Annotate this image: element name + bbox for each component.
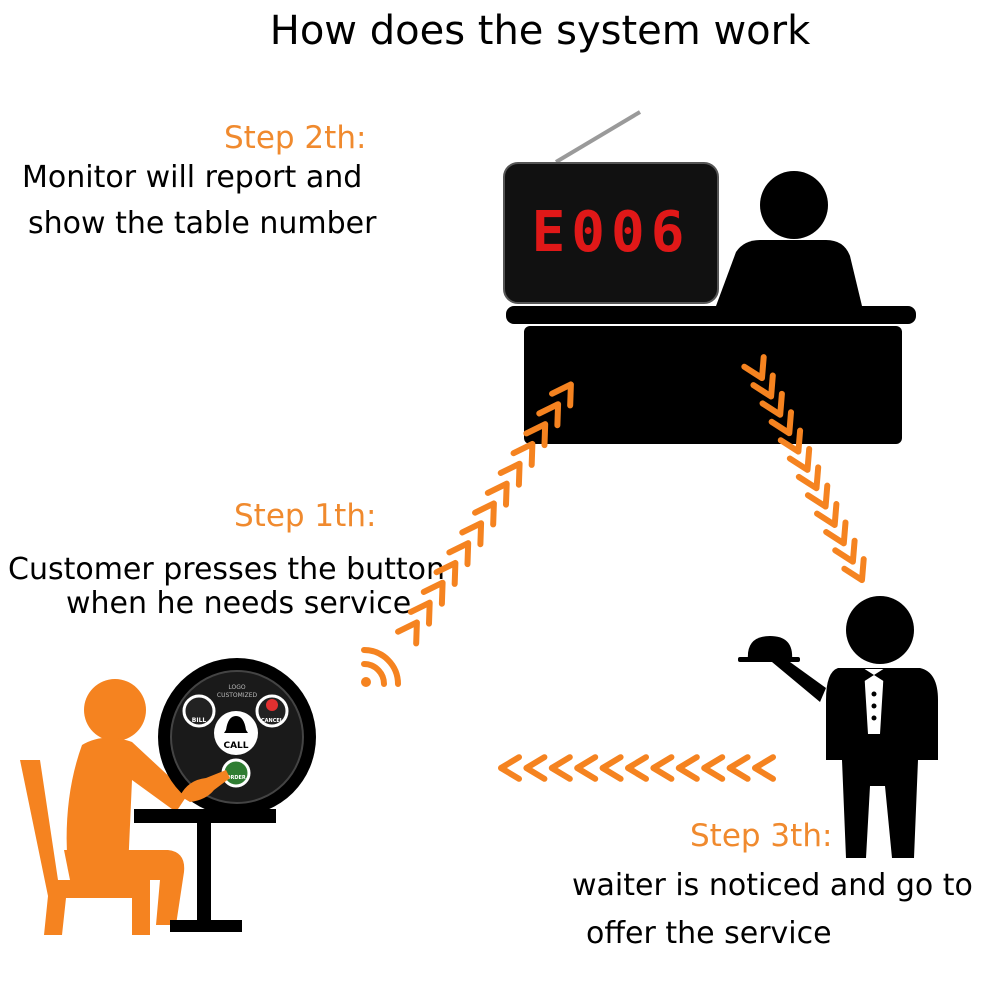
bill-key <box>182 694 216 728</box>
chevron <box>459 520 485 548</box>
waiter-icon <box>738 596 938 858</box>
chevron <box>497 460 523 488</box>
chevron <box>523 421 549 449</box>
customer-icon <box>20 679 188 935</box>
monitor-display: E006 <box>532 200 691 265</box>
chevron <box>741 354 767 382</box>
chevron <box>536 401 562 429</box>
chevron <box>759 390 785 418</box>
step3-label: Step 3th: <box>690 818 833 854</box>
chevron <box>574 754 599 782</box>
chevron <box>446 540 472 568</box>
arrow-monitor-to-waiter <box>741 354 867 584</box>
chevron <box>625 754 649 782</box>
step2-label: Step 2th: <box>224 120 367 156</box>
page-title: How does the system work <box>269 8 811 54</box>
step1-line1: Customer presses the button <box>8 552 446 587</box>
chevron <box>549 381 574 409</box>
chevron <box>420 579 446 607</box>
chevron <box>675 754 700 782</box>
monitor-icon: E006 <box>503 162 719 304</box>
svg-text:CUSTOMIZED: CUSTOMIZED <box>217 692 258 699</box>
chevron <box>548 754 573 782</box>
chevron <box>786 445 813 473</box>
chevron <box>750 372 776 400</box>
chevron <box>523 754 548 782</box>
step2-line1: Monitor will report and <box>22 160 363 195</box>
antenna <box>554 110 642 164</box>
chevron <box>433 559 459 587</box>
step1-label: Step 1th: <box>234 498 377 534</box>
chevron <box>832 537 858 565</box>
chevron <box>841 556 867 584</box>
chevron <box>701 754 726 782</box>
chevron <box>823 519 849 547</box>
chevron <box>599 754 624 782</box>
svg-text:LOGO: LOGO <box>228 684 246 691</box>
chevron <box>395 619 420 647</box>
chevron <box>777 427 804 455</box>
chevron <box>768 409 794 437</box>
svg-text:BILL: BILL <box>192 717 207 724</box>
wifi-signal-icon <box>361 647 401 687</box>
chevron <box>407 599 433 627</box>
step3-line2: offer the service <box>586 916 832 951</box>
call-button-icon: LOGO CUSTOMIZED BILL CANCEL CALL ORDER <box>158 658 316 816</box>
step1-line2: when he needs service <box>66 586 412 621</box>
step3-line1: waiter is noticed and go to <box>572 868 973 903</box>
chevron <box>650 754 675 782</box>
chevron <box>498 754 522 782</box>
chevron <box>814 501 840 528</box>
svg-text:ORDER: ORDER <box>226 775 246 781</box>
chevron <box>484 480 510 508</box>
desk-body <box>524 326 902 444</box>
chevron <box>726 754 751 782</box>
arrow-customer-to-monitor <box>395 381 574 647</box>
chevron <box>472 500 497 528</box>
cashier-desk: E006 <box>503 110 916 444</box>
chevron <box>795 464 822 492</box>
step2-line2: show the table number <box>28 206 377 241</box>
chevron <box>510 440 536 468</box>
hand-icon <box>180 770 230 802</box>
chevron <box>804 482 831 510</box>
chevron <box>752 754 776 782</box>
cashier-icon <box>716 171 862 306</box>
arrow-waiter-to-customer <box>498 754 776 782</box>
svg-text:CANCEL: CANCEL <box>261 718 284 724</box>
svg-text:CALL: CALL <box>223 741 248 751</box>
